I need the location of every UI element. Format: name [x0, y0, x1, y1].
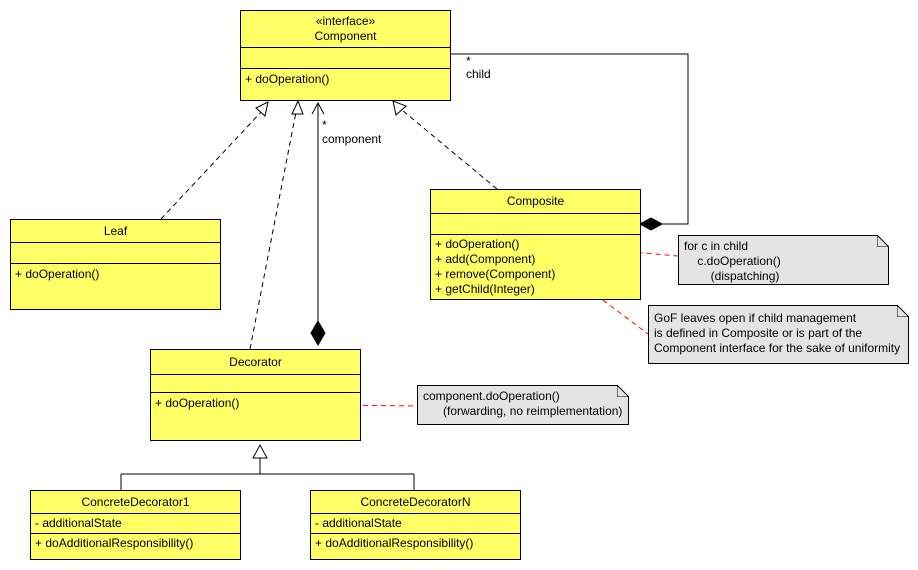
forwarding-note-line: component.doOperation() [423, 389, 560, 403]
decorator-operations-compartment: + doOperation() [151, 393, 360, 411]
decorator-component-arrowhead [311, 101, 325, 115]
decorator-generalization-edge [120, 458, 415, 490]
concrete-decorator-1-class-name: ConcreteDecorator1 [81, 494, 190, 509]
concrete-decorator-1-attributes-compartment: - additionalState [31, 514, 240, 534]
decorator-operation: + doOperation() [155, 396, 240, 410]
decorator-attributes-compartment [151, 375, 360, 393]
composite-operation: + add(Component) [435, 252, 536, 266]
dispatching-note-line: for c in child [684, 239, 749, 253]
component-role-label: component [322, 132, 382, 146]
component-operation: + doOperation() [245, 72, 330, 86]
decorator-class[interactable]: Decorator + doOperation() [150, 349, 361, 441]
forwarding-note: component.doOperation() (forwarding, no … [417, 385, 629, 425]
composite-attributes-compartment [431, 214, 640, 235]
component-interface-class[interactable]: «interface» Component + doOperation() [240, 10, 451, 101]
concrete-decorator-n-header: ConcreteDecoratorN [311, 491, 520, 514]
child-multiplicity-label: * [466, 54, 471, 68]
leaf-header: Leaf [11, 220, 220, 243]
leaf-operation: + doOperation() [15, 267, 100, 281]
decorator-realization-arrowhead [291, 99, 304, 115]
concrete-decorator-n-attribute: - additionalState [315, 516, 402, 530]
concrete-decorator-n-attributes-compartment: - additionalState [311, 514, 520, 534]
composite-realization-edge [401, 109, 498, 190]
composite-class[interactable]: Composite + doOperation() + add(Componen… [430, 189, 641, 300]
forwarding-note-line: (forwarding, no reimplementation) [423, 404, 623, 418]
composite-operation: + doOperation() [435, 237, 520, 251]
component-multiplicity-label: * [322, 118, 327, 132]
dispatching-note-fold [877, 235, 889, 247]
concrete-decorator-n-class-name: ConcreteDecoratorN [360, 494, 471, 509]
decorator-component-diamond [310, 320, 326, 346]
leaf-attributes-compartment [11, 243, 220, 264]
concrete-decorator-1-class[interactable]: ConcreteDecorator1 - additionalState + d… [30, 490, 241, 560]
concrete-decorator-1-header: ConcreteDecorator1 [31, 491, 240, 514]
decorator-generalization-arrowhead [252, 443, 268, 459]
child-role-label: child [466, 67, 491, 81]
concrete-decorator-1-operation: + doAdditionalResponsibility() [35, 536, 194, 550]
concrete-decorator-n-operations-compartment: + doAdditionalResponsibility() [311, 534, 520, 551]
leaf-operations-compartment: + doOperation() [11, 264, 220, 282]
component-operations-compartment: + doOperation() [241, 69, 450, 87]
concrete-decorator-1-attribute: - additionalState [35, 516, 122, 530]
decorator-class-name: Decorator [229, 354, 282, 369]
composite-operations-compartment: + doOperation() + add(Component) + remov… [431, 235, 640, 297]
component-attributes-compartment [241, 48, 450, 69]
component-class-name: Component [314, 29, 377, 43]
dispatching-note-line: c.doOperation() [684, 254, 781, 268]
leaf-class-name: Leaf [103, 223, 128, 238]
gof-note-line: is defined in Composite or is part of th… [654, 326, 863, 340]
concrete-decorator-n-operation: + doAdditionalResponsibility() [315, 536, 474, 550]
gof-note-fold [897, 305, 909, 317]
gof-note: GoF leaves open if child management is d… [648, 305, 909, 364]
decorator-realization-edge [249, 111, 297, 350]
composite-operation: + getChild(Integer) [435, 282, 535, 296]
gof-note-line: Component interface for the sake of unif… [654, 341, 901, 355]
composite-operation: + remove(Component) [435, 267, 556, 281]
gof-note-line: GoF leaves open if child management [654, 311, 857, 325]
composite-header: Composite [431, 190, 640, 214]
leaf-class[interactable]: Leaf + doOperation() [10, 219, 221, 310]
component-header: «interface» Component [241, 11, 450, 48]
decorator-header: Decorator [151, 350, 360, 375]
composite-class-name: Composite [506, 194, 565, 208]
concrete-decorator-1-operations-compartment: + doAdditionalResponsibility() [31, 534, 240, 551]
dispatching-note-line: (dispatching) [684, 269, 780, 283]
composite-child-aggregation-edge [451, 53, 689, 225]
composite-realization-arrowhead [392, 100, 407, 116]
concrete-decorator-n-class[interactable]: ConcreteDecoratorN - additionalState + d… [310, 490, 521, 560]
composite-child-diamond [638, 217, 664, 231]
component-stereotype: «interface» [315, 14, 376, 28]
leaf-realization-arrowhead [255, 101, 269, 117]
gof-note-link [566, 272, 649, 335]
leaf-realization-edge [160, 109, 264, 220]
forwarding-note-fold [617, 385, 629, 397]
dispatching-note: for c in child c.doOperation() (dispatch… [678, 235, 889, 285]
